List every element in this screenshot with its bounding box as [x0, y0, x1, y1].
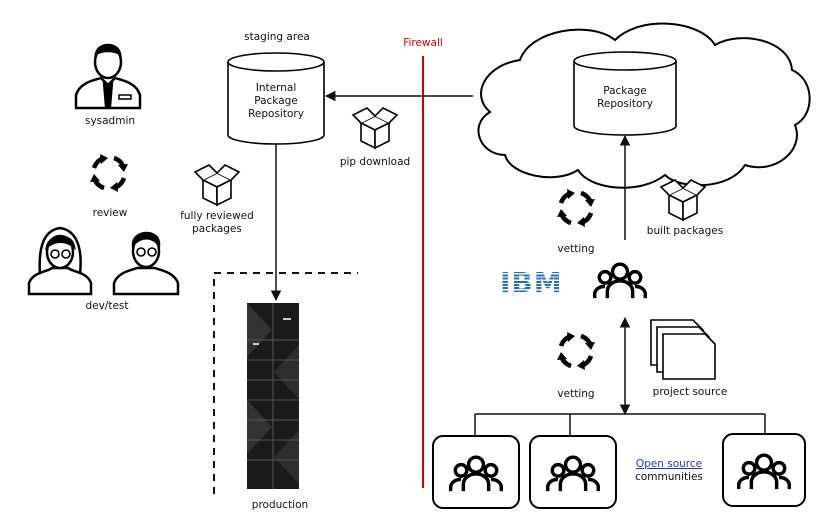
woman-person-icon: [27, 226, 93, 296]
project-source-label: project source: [652, 386, 728, 398]
project-source-document-stack-icon: [650, 319, 716, 380]
pip-download-box-icon: [352, 107, 398, 149]
pip-download-label: pip download: [339, 156, 411, 168]
sysadmin-person-icon: [74, 43, 142, 110]
vetting-cycle-icon-bottom: [557, 332, 595, 370]
internal-repository-database-icon: [227, 52, 325, 145]
package-repository-label: Package Repository: [597, 85, 653, 110]
internal-repository-label: Internal Package Repository: [248, 82, 304, 120]
man-person-icon: [112, 231, 180, 296]
production-server-rack-icon: [247, 303, 299, 489]
ibm-logo: IBM: [500, 266, 563, 299]
fully-reviewed-packages-label: fully reviewed packages: [180, 210, 254, 235]
production-boundary: [213, 272, 358, 494]
vetting-cycle-icon-top: [557, 189, 595, 227]
open-source-communities-label[interactable]: Open source communities: [624, 458, 714, 484]
built-packages-label: built packages: [646, 225, 724, 237]
review-label: review: [92, 207, 128, 219]
community-tree-lines: [474, 413, 766, 436]
sysadmin-label: sysadmin: [84, 115, 136, 127]
open-source-link[interactable]: Open source: [635, 458, 703, 470]
built-packages-box-icon: [660, 179, 706, 221]
vetting-label-top: vetting: [557, 243, 595, 255]
community-box-1: [432, 435, 520, 509]
package-repository-database-icon: [573, 51, 677, 136]
review-cycle-icon: [90, 154, 128, 192]
dev-test-label: dev/test: [85, 300, 129, 312]
community-box-3: [722, 433, 806, 507]
reviewed-packages-box-icon: [194, 164, 240, 206]
staging-area-label: staging area: [244, 31, 310, 43]
ibm-team-group-icon: [592, 262, 648, 300]
community-box-2: [529, 435, 617, 509]
firewall-label: Firewall: [403, 37, 443, 49]
vetting-label-bottom: vetting: [557, 388, 595, 400]
production-label: production: [251, 499, 309, 511]
